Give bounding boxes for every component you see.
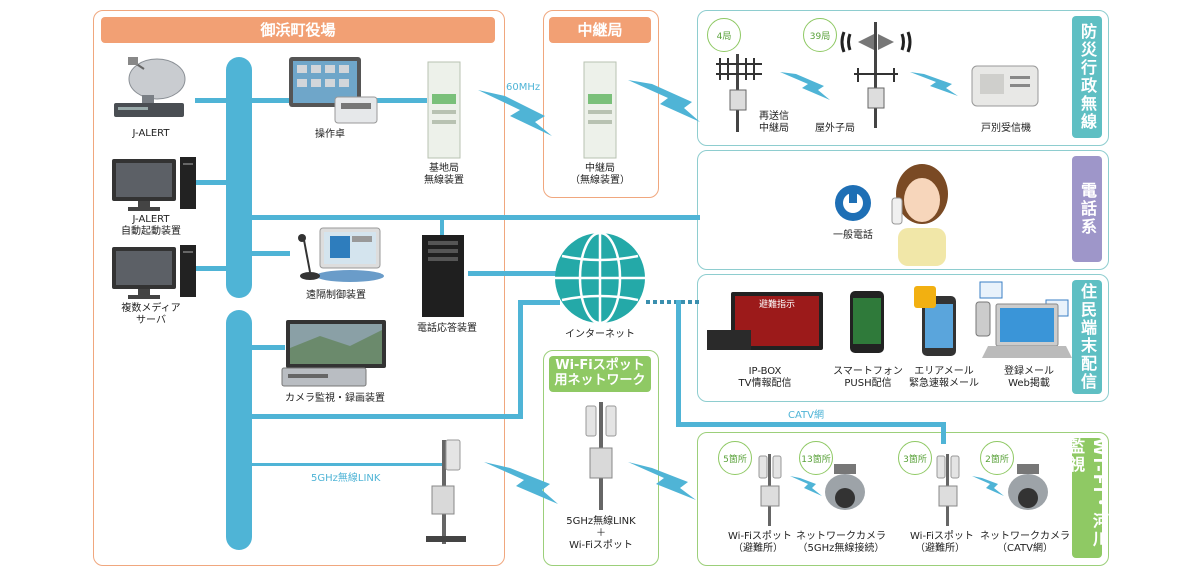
count-bubble-wifi5: 5箇所 [718,441,752,475]
general-phone-label: 一般電話 [833,230,873,241]
laptop-mail-icon [975,281,1072,358]
disaster-radio-panel [697,10,1109,146]
outdoor-speaker-icon [840,22,912,128]
link-antenna-icon [426,439,466,544]
jalert-auto-pc-icon [112,157,196,211]
mhz-label: 60MHz [506,82,541,93]
phone-answer-tower-icon [422,235,464,317]
relay-panel [543,10,659,198]
phone-panel [697,150,1109,270]
count-bubble-cam13: 13箇所 [799,441,833,475]
wifi-river-panel [697,432,1109,566]
ipbox-tv-icon: 避難指示 [707,292,823,350]
smartphone-icon [850,291,884,353]
town-hall-header: 御浜町役場 [101,17,495,43]
wifi-network-panel [543,350,659,566]
ipbox-label: IP-BOX TV情報配信 [738,366,792,389]
console-icon [289,57,378,124]
phone-icon [835,185,871,221]
ghz-link-label: 5GHz無線LINK [311,473,381,484]
phone-answer-label: 電話応答装置 [417,323,477,334]
net-cam2-label: ネットワークカメラ （CATV網） [980,531,1070,554]
remote-control-icon [298,227,384,282]
internet-globe-icon [555,231,645,325]
area-mail-label: エリアメール 緊急速報メール [909,366,979,389]
base-station-icon [427,61,461,159]
tab-disaster-radio: 防災行政無線 [1072,16,1102,138]
tab-terminal: 住民端末配信 [1072,280,1102,394]
catv-label: CATV網 [788,410,824,421]
jalert-auto-label: J-ALERT 自動起動装置 [121,214,181,237]
relay-station-icon [583,61,617,159]
smartphone-label: スマートフォン PUSH配信 [833,366,903,389]
wifi-spot2-label: Wi-Fiスポット （避難所） [910,531,974,554]
link-wifi-label: 5GHz無線LINK ＋ Wi-Fiスポット [566,516,636,551]
home-receiver-icon [971,65,1039,107]
outdoor-speaker-label: 屋外子局 [815,123,855,134]
jalert-label: J-ALERT [132,128,170,139]
internet-label: インターネット [565,329,635,340]
base-station-label: 基地局 無線装置 [424,163,464,186]
count-bubble-cam2: 2箇所 [980,441,1014,475]
relay-station-label: 中継局 （無線装置） [570,163,630,186]
count-bubble-outdoor: 39局 [803,18,837,52]
media-server-label: 複数メディア サーバ [121,303,181,326]
tab-phone: 電話系 [1072,156,1102,262]
resend-relay-icon [716,54,762,132]
terminal-panel [697,274,1109,402]
camera-recorder-icon [281,320,386,387]
home-receiver-label: 戸別受信機 [981,123,1031,134]
camera-recorder-label: カメラ監視・録画装置 [285,393,385,404]
wifi-spot1-icon [758,454,782,526]
woman-on-phone-icon [891,164,948,266]
relay-header: 中継局 [549,17,651,43]
remote-control-label: 遠隔制御装置 [306,290,366,301]
network-camera2-icon [1008,464,1048,510]
console-label: 操作卓 [315,129,345,140]
satellite-dish-icon [114,57,186,117]
count-bubble-relay: 4局 [707,18,741,52]
wifi-link-antenna-icon [585,402,617,510]
area-mail-phone-icon [914,286,956,356]
net-cam1-label: ネットワークカメラ （5GHz無線接続） [796,531,886,554]
network-camera1-icon [825,464,865,510]
count-bubble-wifi3: 3箇所 [898,441,932,475]
web-label: 登録メール Web掲載 [1004,366,1054,389]
media-server-pc-icon [112,245,196,299]
tv-screen-text: 避難指示 [759,298,795,310]
wifi-network-header: Wi-Fiスポット用ネットワーク [549,356,651,392]
town-hall-panel [93,10,505,566]
resend-relay-label: 再送信 中継局 [759,111,789,134]
wifi-spot1-label: Wi-Fiスポット （避難所） [728,531,792,554]
wifi-spot2-icon [936,454,960,526]
